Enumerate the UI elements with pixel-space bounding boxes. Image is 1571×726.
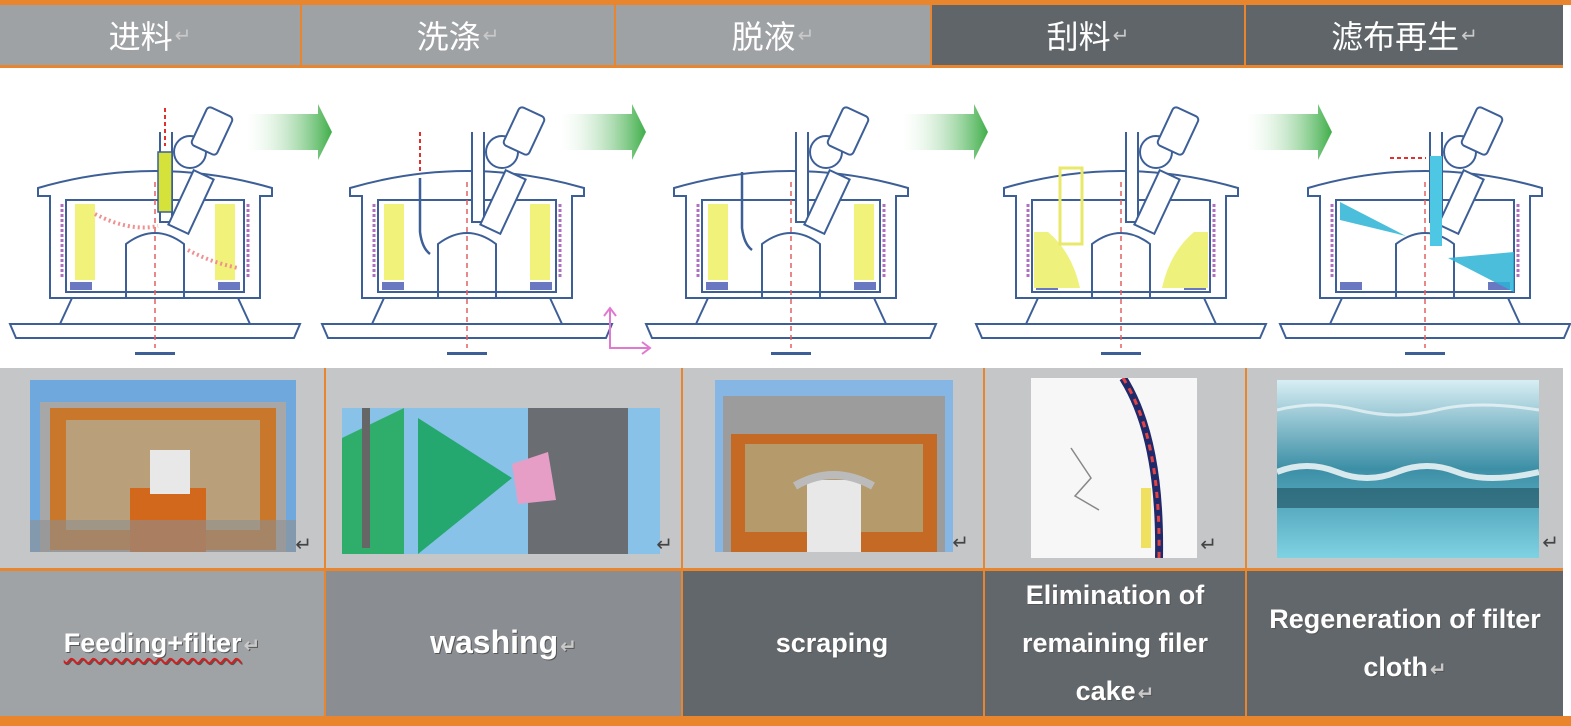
flow-arrow-icon bbox=[1246, 104, 1332, 160]
feeding-cutaway-image bbox=[30, 380, 296, 552]
centrifuge-schematics bbox=[8, 104, 1571, 357]
bottom-orange-rule bbox=[0, 716, 1571, 726]
step-header-washing: 洗涤↵ bbox=[302, 5, 616, 65]
label-elimination: Elimination of remaining filer cake↵ bbox=[985, 571, 1247, 716]
flow-arrow-icon bbox=[902, 104, 988, 160]
step-header-label: 刮料 bbox=[1046, 19, 1111, 55]
paragraph-mark-icon: ↵ bbox=[1429, 656, 1447, 681]
step-header-label: 进料 bbox=[108, 19, 173, 55]
flow-arrow-icon bbox=[246, 104, 332, 160]
step-header-label: 滤布再生 bbox=[1331, 19, 1460, 55]
step-header-scraping: 刮料↵ bbox=[932, 5, 1246, 65]
photo-elimination: ↵ bbox=[985, 368, 1247, 568]
photo-regeneration: ↵ bbox=[1247, 368, 1563, 568]
step-header-feeding: 进料↵ bbox=[0, 5, 302, 65]
step-label-text: washing bbox=[430, 623, 559, 660]
step-header-label: 洗涤 bbox=[416, 19, 481, 55]
paragraph-mark-icon: ↵ bbox=[1112, 23, 1130, 47]
photo-scraping: ↵ bbox=[683, 368, 985, 568]
label-feeding-filter: Feeding+filter↵ bbox=[0, 571, 326, 716]
scraping-cutaway-image bbox=[715, 380, 953, 552]
top-orange-rule bbox=[0, 0, 1571, 5]
step-label-text: Regeneration of filter cloth bbox=[1269, 603, 1541, 682]
paragraph-mark-icon: ↵ bbox=[174, 23, 192, 47]
step-header-label: 脱液 bbox=[731, 19, 796, 55]
paragraph-mark-icon: ↵ bbox=[1200, 532, 1217, 556]
label-regeneration: Regeneration of filter cloth↵ bbox=[1247, 571, 1563, 716]
photo-feeding: ↵ bbox=[0, 368, 326, 568]
step-label-text: scraping bbox=[775, 627, 889, 658]
step-header-cloth-regeneration: 滤布再生↵ bbox=[1246, 5, 1563, 65]
filter-cloth-image bbox=[1277, 380, 1539, 558]
paragraph-mark-icon: ↵ bbox=[243, 632, 261, 657]
paragraph-mark-icon: ↵ bbox=[797, 23, 815, 47]
step-label-text: Elimination of remaining filer cake bbox=[1021, 579, 1209, 706]
paragraph-mark-icon: ↵ bbox=[1461, 23, 1478, 47]
paragraph-mark-icon: ↵ bbox=[560, 633, 577, 658]
paragraph-mark-icon: ↵ bbox=[952, 530, 969, 554]
label-washing: washing↵ bbox=[326, 571, 683, 716]
paragraph-mark-icon: ↵ bbox=[482, 23, 500, 47]
step-label-row: Feeding+filter↵ washing↵ scraping Elimin… bbox=[0, 568, 1563, 716]
paragraph-mark-icon: ↵ bbox=[1542, 530, 1559, 554]
flow-arrow-icon bbox=[560, 104, 646, 160]
label-scraping: scraping bbox=[683, 571, 985, 716]
washing-nozzle-image bbox=[342, 408, 660, 554]
filter-cake-detail-image bbox=[1031, 378, 1197, 558]
step-header-dewatering: 脱液↵ bbox=[616, 5, 932, 65]
paragraph-mark-icon: ↵ bbox=[295, 532, 312, 556]
photo-washing: ↵ bbox=[326, 368, 683, 568]
paragraph-mark-icon: ↵ bbox=[1137, 680, 1155, 705]
process-step-header: 进料↵ 洗涤↵ 脱液↵ 刮料↵ 滤布再生↵ bbox=[0, 5, 1563, 68]
step-photo-row: ↵ ↵ ↵ ↵ bbox=[0, 368, 1563, 568]
step-label-text: Feeding+filter bbox=[63, 627, 242, 658]
paragraph-mark-icon: ↵ bbox=[656, 532, 673, 556]
